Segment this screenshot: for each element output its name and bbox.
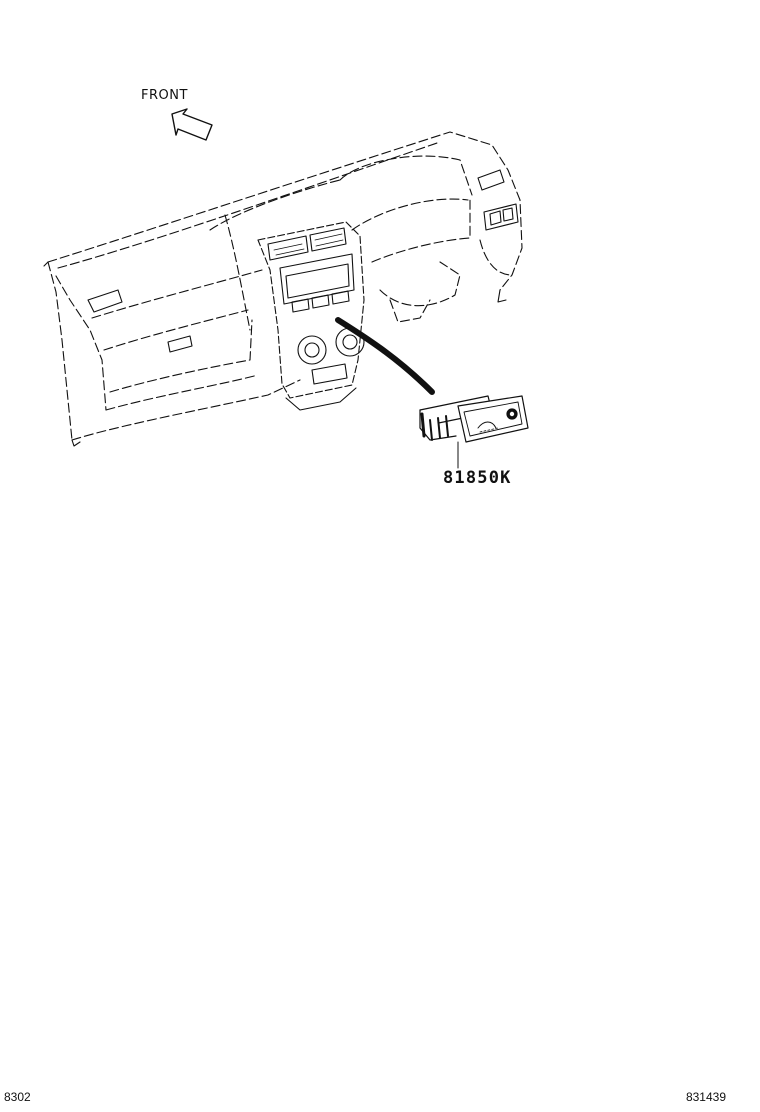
diagram-code-left: 8302	[4, 1090, 31, 1104]
dashboard-outline	[43, 131, 523, 447]
center-stack	[257, 221, 365, 411]
part-number-label: 81850K	[443, 468, 512, 488]
front-label: FRONT	[141, 88, 188, 103]
leader-line	[335, 317, 435, 395]
diagram-code-right: 831439	[685, 1090, 726, 1104]
switch-part-illustration	[419, 395, 529, 443]
front-arrow-icon	[171, 108, 213, 141]
